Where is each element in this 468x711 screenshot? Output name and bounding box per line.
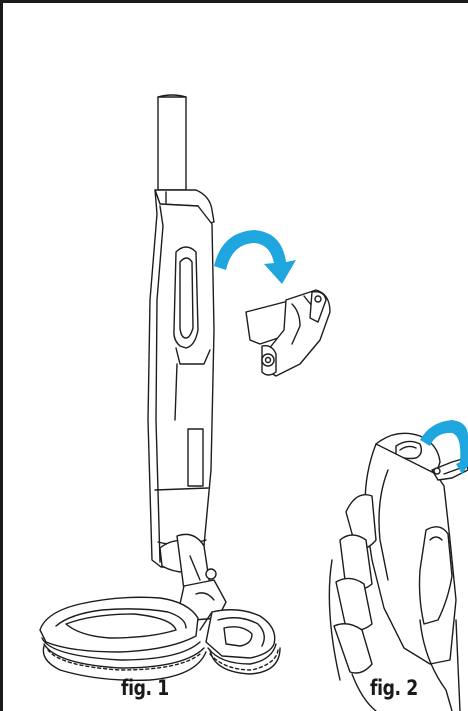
steam-mop-illustration [40,95,280,680]
rotate-arrow-icon [214,230,296,284]
attachment-part-illustration [246,290,330,376]
figure-caption: fig. 2 [370,676,418,700]
figure-caption: fig. 1 [121,676,169,700]
hand-holding-handle-illustration [329,433,468,711]
